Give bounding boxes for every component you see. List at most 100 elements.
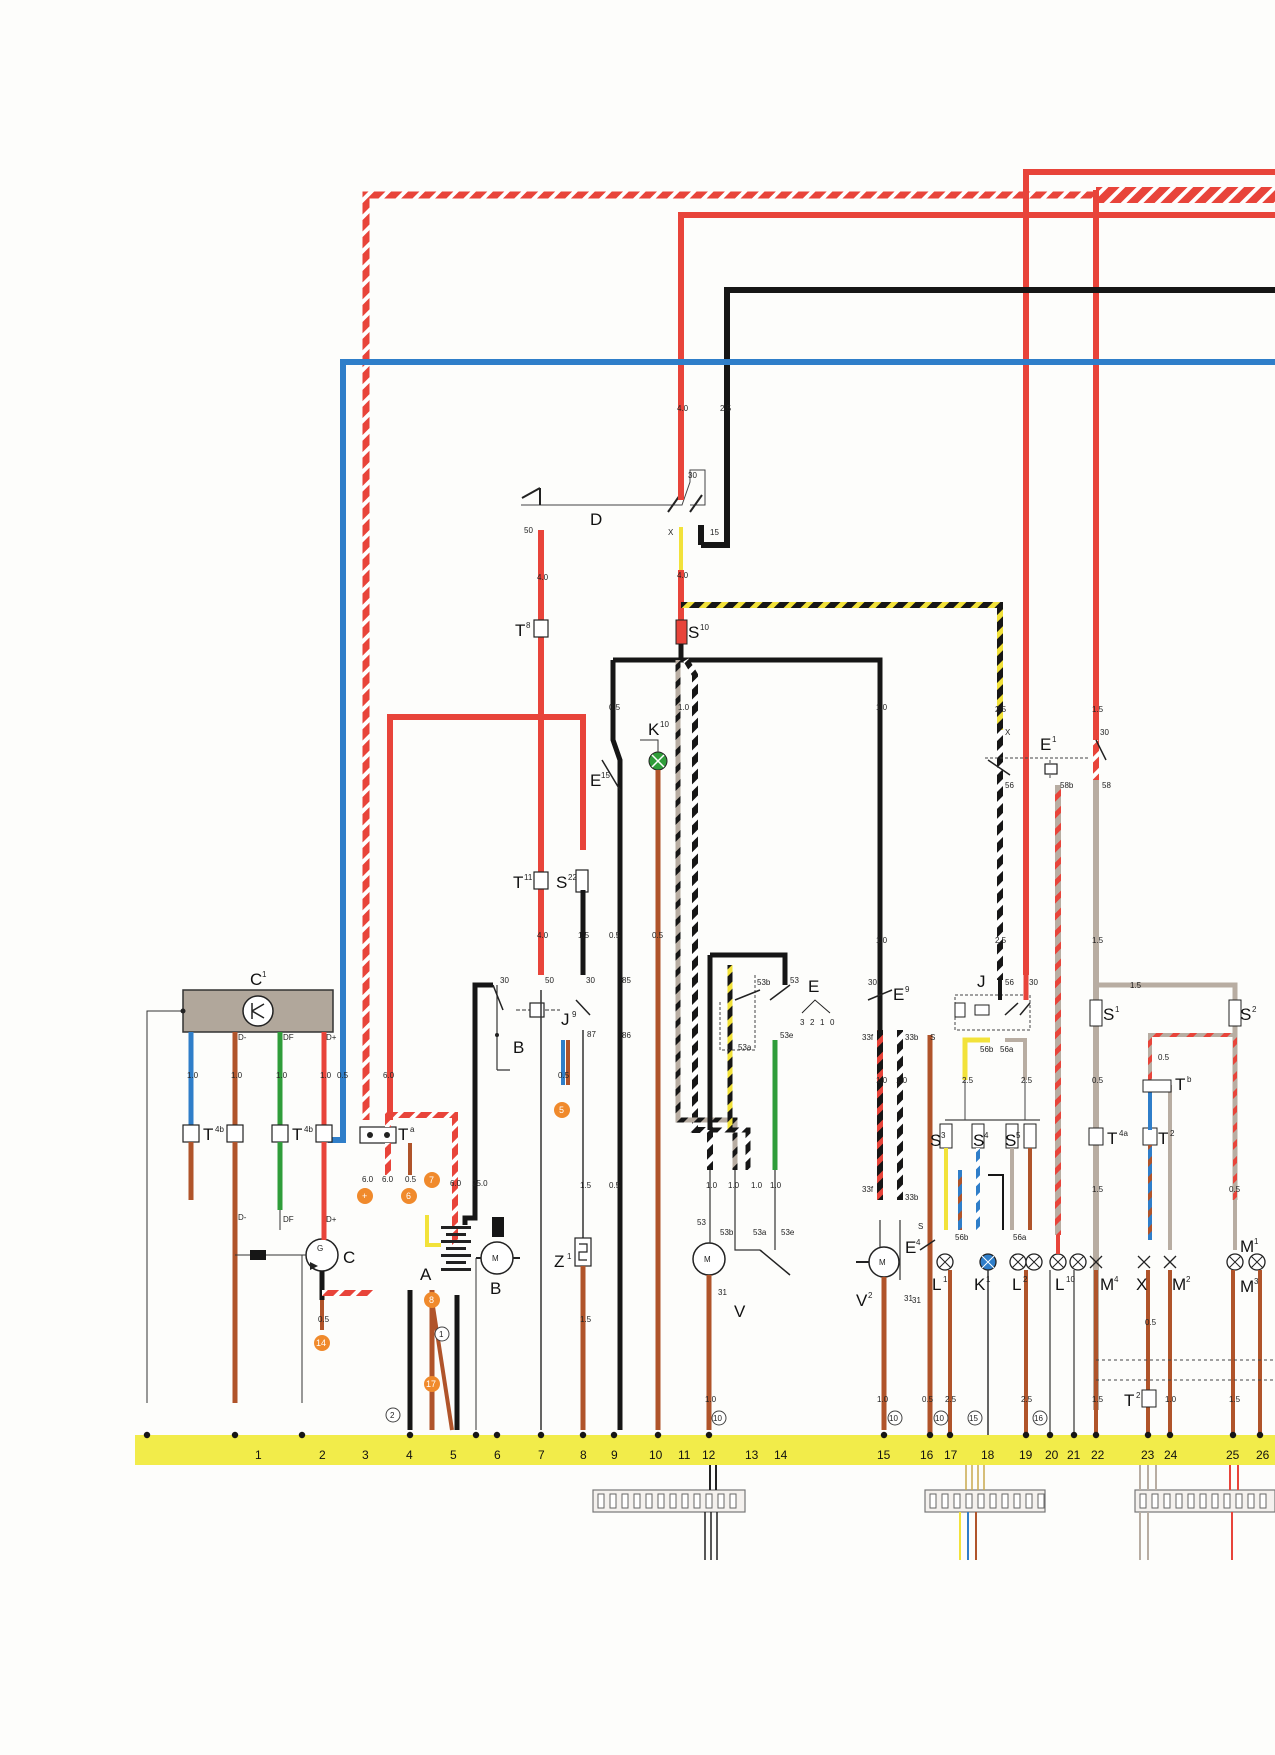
connector-slot xyxy=(1259,1493,1267,1509)
connector-slot xyxy=(657,1493,665,1509)
marker-17: 17 xyxy=(426,1379,436,1389)
svg-text:a: a xyxy=(410,1125,415,1134)
lamp-k1-icon xyxy=(979,1253,997,1271)
svg-text:10: 10 xyxy=(1066,1275,1075,1284)
label-j9: J xyxy=(561,1010,570,1029)
bus-junction-dot xyxy=(493,1431,501,1439)
svg-text:0.5: 0.5 xyxy=(1158,1053,1170,1062)
svg-text:S: S xyxy=(918,1222,923,1231)
lamp-l2b-icon xyxy=(1025,1253,1043,1271)
label-s5: S xyxy=(1005,1131,1016,1150)
wire-red-white-2 xyxy=(1093,187,1275,1080)
svg-text:1.0: 1.0 xyxy=(728,1181,740,1190)
svg-text:1.0: 1.0 xyxy=(1165,1395,1177,1404)
svg-text:6.0: 6.0 xyxy=(450,1179,462,1188)
svg-text:30: 30 xyxy=(586,976,595,985)
svg-text:2: 2 xyxy=(1023,1275,1028,1284)
svg-text:4b: 4b xyxy=(304,1125,313,1134)
bus-junction-dot xyxy=(1022,1431,1030,1439)
svg-text:1.5: 1.5 xyxy=(578,931,590,940)
svg-text:1: 1 xyxy=(262,970,267,979)
svg-text:1: 1 xyxy=(1052,735,1057,744)
connector-slot xyxy=(953,1493,961,1509)
svg-text:56: 56 xyxy=(1005,978,1014,987)
svg-text:15: 15 xyxy=(601,771,610,780)
svg-text:15: 15 xyxy=(710,528,719,537)
svg-text:0.5: 0.5 xyxy=(609,1181,621,1190)
bus-junction-dot xyxy=(705,1431,713,1439)
connector-slot xyxy=(1013,1493,1021,1509)
svg-text:M: M xyxy=(492,1254,499,1263)
bus-number: 6 xyxy=(494,1448,501,1462)
svg-text:X: X xyxy=(668,528,674,537)
label-s10: S xyxy=(688,623,699,642)
svg-text:0.5: 0.5 xyxy=(1145,1318,1157,1327)
svg-text:1.0: 1.0 xyxy=(187,1071,199,1080)
svg-text:1.5: 1.5 xyxy=(1092,705,1104,714)
bus-junction-dot xyxy=(880,1431,888,1439)
svg-text:56b: 56b xyxy=(955,1233,969,1242)
svg-text:87: 87 xyxy=(587,1030,596,1039)
connector-slot xyxy=(669,1493,677,1509)
marker-16: 16 xyxy=(1034,1414,1043,1423)
svg-text:85: 85 xyxy=(622,976,631,985)
svg-text:D-: D- xyxy=(238,1213,247,1222)
bus-number: 18 xyxy=(981,1448,995,1462)
svg-text:4: 4 xyxy=(1114,1275,1119,1284)
svg-text:2.5: 2.5 xyxy=(995,705,1007,714)
marker-10c: 10 xyxy=(935,1414,944,1423)
label-v: V xyxy=(734,1302,746,1321)
bus-number: 16 xyxy=(920,1448,934,1462)
svg-text:2.5: 2.5 xyxy=(962,1076,974,1085)
svg-text:4b: 4b xyxy=(215,1125,224,1134)
svg-text:10: 10 xyxy=(700,623,709,632)
svg-text:4: 4 xyxy=(984,1131,989,1140)
label-b1: B xyxy=(513,1038,524,1057)
bus-number: 9 xyxy=(611,1448,618,1462)
svg-text:D+: D+ xyxy=(326,1215,337,1224)
svg-text:1.0: 1.0 xyxy=(678,703,690,712)
svg-text:31: 31 xyxy=(912,1296,921,1305)
svg-text:DF: DF xyxy=(283,1215,294,1224)
connector-slot xyxy=(621,1493,629,1509)
bus-number: 1 xyxy=(255,1448,262,1462)
bus-junction-dot xyxy=(946,1431,954,1439)
connector-slot xyxy=(1199,1493,1207,1509)
bus-number: 8 xyxy=(580,1448,587,1462)
connector-slot xyxy=(965,1493,973,1509)
bus-number: 3 xyxy=(362,1448,369,1462)
svg-text:58b: 58b xyxy=(1060,781,1074,790)
svg-text:3: 3 xyxy=(1254,1277,1259,1286)
lamp-m4-icon xyxy=(1089,1255,1103,1269)
lamp-l2a-icon xyxy=(1009,1253,1027,1271)
svg-text:1.0: 1.0 xyxy=(876,703,888,712)
svg-text:M: M xyxy=(879,1258,886,1267)
fuse-s10 xyxy=(675,619,688,645)
svg-text:1.0: 1.0 xyxy=(231,1071,243,1080)
svg-text:1.5: 1.5 xyxy=(580,1315,592,1324)
connector-slot xyxy=(929,1493,937,1509)
connector-slot xyxy=(1175,1493,1183,1509)
bus-number: 20 xyxy=(1045,1448,1059,1462)
bus-junction-dot xyxy=(1046,1431,1054,1439)
bus-junction-dot xyxy=(537,1431,545,1439)
svg-text:2: 2 xyxy=(1186,1275,1191,1284)
bus-junction-dot xyxy=(610,1431,618,1439)
bus-junction-dot xyxy=(143,1431,151,1439)
svg-text:1.0: 1.0 xyxy=(751,1181,763,1190)
svg-text:53b: 53b xyxy=(720,1228,734,1237)
label-m3: M xyxy=(1240,1277,1254,1296)
connector-slot xyxy=(729,1493,737,1509)
wire-size-labels: 4.0 2.5 4.0 4.0 4.0 0.5 1.0 1.0 2.5 1.5 … xyxy=(187,404,1241,1404)
ignition-switch-d xyxy=(521,400,706,620)
wire-red-ignition xyxy=(678,212,1275,400)
switch-e-positions: 3 2 1 0 xyxy=(800,999,835,1027)
connector-slot xyxy=(1247,1493,1255,1509)
label-e1: E xyxy=(1040,735,1051,754)
marker-1: 1 xyxy=(439,1330,444,1339)
lamp-l10b-icon xyxy=(1069,1253,1087,1271)
label-t4b-2: T xyxy=(292,1125,302,1144)
connector-slot xyxy=(1139,1493,1147,1509)
